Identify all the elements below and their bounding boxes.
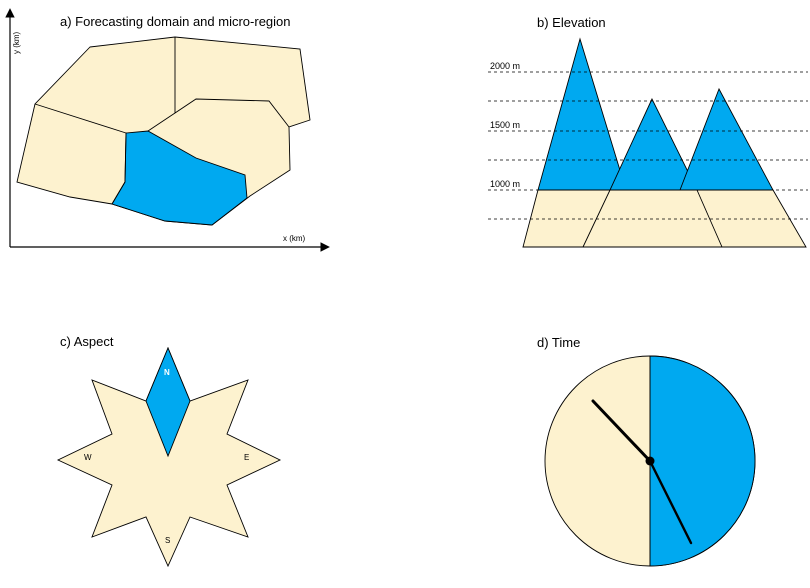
panel-b: b) Elevation 2000 m 1500 m 1000 m bbox=[488, 15, 808, 248]
clock-time-sector bbox=[649, 355, 756, 567]
panel-d: d) Time bbox=[537, 335, 756, 567]
peak-left bbox=[537, 37, 627, 191]
aspect-star bbox=[56, 346, 282, 568]
clock-center bbox=[645, 456, 655, 466]
peak-middle bbox=[609, 97, 698, 191]
elevation-label-1500: 1500 m bbox=[490, 120, 520, 130]
west-label: W bbox=[84, 453, 92, 462]
panel-a-title: a) Forecasting domain and micro-region bbox=[60, 14, 291, 29]
elevation-label-2000: 2000 m bbox=[490, 61, 520, 71]
elevation-divisions bbox=[582, 189, 723, 248]
elevation-label-1000: 1000 m bbox=[490, 179, 520, 189]
y-axis-label: y (km) bbox=[12, 31, 21, 54]
panel-a: a) Forecasting domain and micro-region y… bbox=[5, 8, 330, 252]
north-label: N bbox=[164, 368, 170, 377]
region-boundaries bbox=[34, 37, 290, 205]
panel-c: c) Aspect N E S W bbox=[56, 334, 282, 568]
panel-c-title: c) Aspect bbox=[60, 334, 114, 349]
south-label: S bbox=[165, 536, 170, 545]
elevation-base bbox=[522, 189, 807, 248]
x-axis-label: x (km) bbox=[283, 234, 306, 243]
peak-right bbox=[679, 87, 774, 191]
panel-b-title: b) Elevation bbox=[537, 15, 606, 30]
east-label: E bbox=[244, 453, 249, 462]
panel-d-title: d) Time bbox=[537, 335, 580, 350]
hour-hand bbox=[591, 399, 652, 463]
north-aspect-sector bbox=[145, 346, 191, 458]
minute-hand bbox=[648, 459, 693, 545]
